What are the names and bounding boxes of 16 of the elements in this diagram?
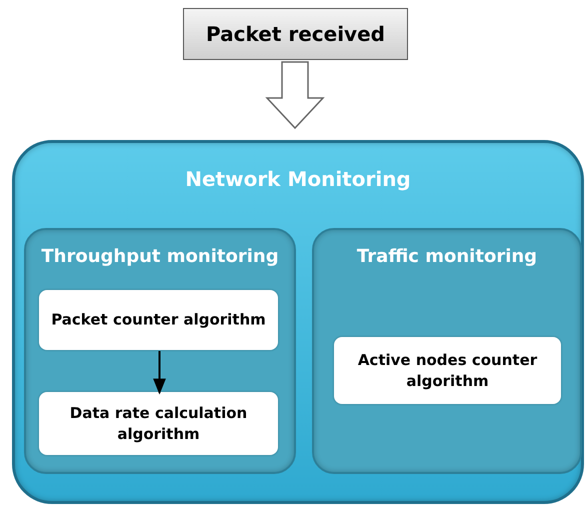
group-panel — [312, 228, 582, 474]
process-box — [39, 290, 278, 350]
node-label: Packet received — [205, 21, 386, 48]
node-label: Data rate calculation algorithm — [68, 402, 248, 444]
group-title: Throughput monitoring — [40, 245, 280, 269]
group-title: Network Monitoring — [184, 166, 412, 193]
node-label: Active nodes counter algorithm — [356, 350, 538, 392]
arrow — [153, 351, 166, 395]
group-container — [12, 140, 584, 504]
node-label: Packet counter algorithm — [50, 310, 267, 330]
start-box — [183, 8, 408, 60]
group-title: Traffic monitoring — [356, 245, 538, 269]
group-panel — [24, 228, 296, 474]
process-box — [334, 337, 561, 404]
block-arrow — [265, 61, 325, 130]
process-box — [39, 392, 278, 455]
